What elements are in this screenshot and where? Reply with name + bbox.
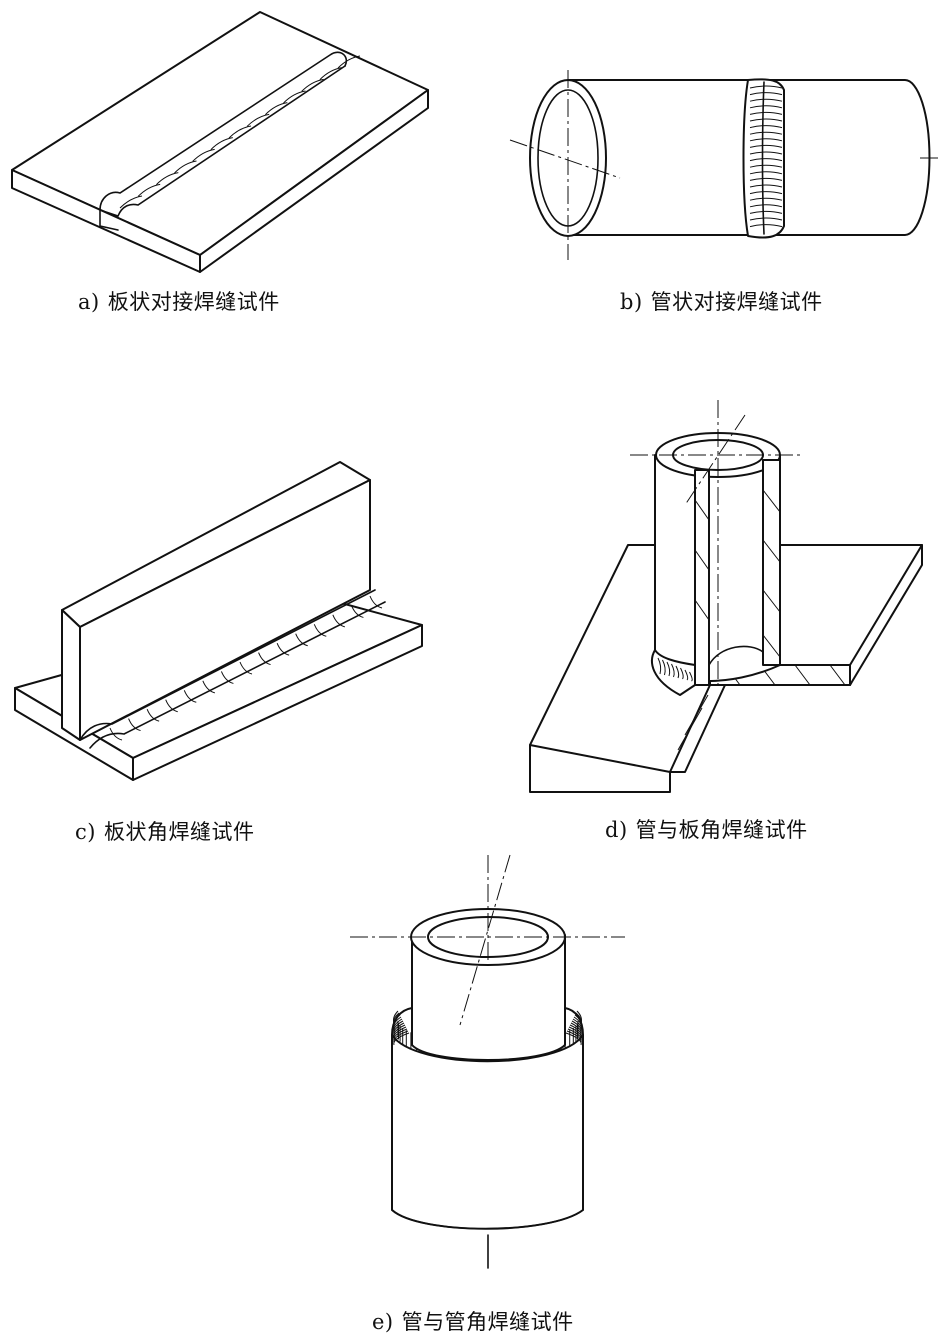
weld-ripples (109, 595, 383, 741)
plate-butt-weld-drawing (11, 11, 429, 273)
caption-a: a)板状对接焊缝试件 (78, 290, 280, 314)
figure-e: e)管与管角焊缝试件 (330, 850, 630, 1334)
figure-c: c)板状角焊缝试件 (0, 440, 470, 860)
caption-c: c)板状角焊缝试件 (75, 820, 255, 844)
pipe-butt-weld-drawing (509, 70, 942, 260)
pipe-to-pipe-fillet-weld-drawing (350, 854, 625, 1269)
pipe-to-plate-fillet-weld-drawing (529, 400, 923, 793)
weld-ripples (119, 55, 361, 209)
weld-ripples (749, 85, 783, 228)
weld-ripples (657, 657, 693, 682)
caption-e: e)管与管角焊缝试件 (372, 1310, 574, 1334)
figure-d: d)管与板角焊缝试件 (480, 390, 949, 860)
figure-a: a)板状对接焊缝试件 (0, 0, 470, 330)
caption-b: b)管状对接焊缝试件 (620, 290, 823, 314)
plate-fillet-weld-drawing (14, 461, 423, 781)
caption-d: d)管与板角焊缝试件 (605, 818, 808, 842)
figure-b: b)管状对接焊缝试件 (480, 0, 949, 330)
